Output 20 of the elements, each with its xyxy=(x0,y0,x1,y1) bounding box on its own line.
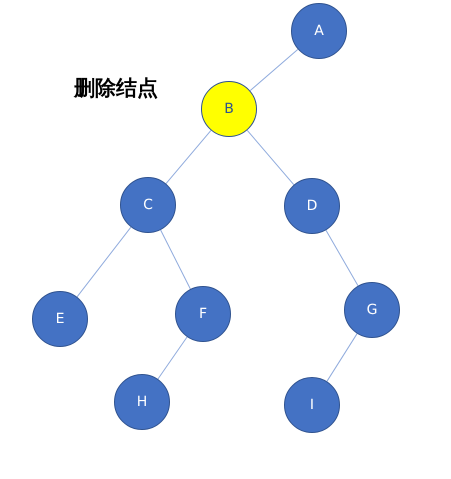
node-label: I xyxy=(310,397,314,413)
connector-line xyxy=(160,230,191,290)
annotation-text: 删除结点 xyxy=(74,75,158,102)
connector-line xyxy=(326,230,358,286)
connector-line xyxy=(246,130,294,186)
node-label: B xyxy=(224,101,234,117)
connector-line xyxy=(157,336,188,380)
connector-line xyxy=(166,130,212,184)
node-label: H xyxy=(136,394,148,410)
connector-line xyxy=(250,48,298,92)
node-label: A xyxy=(314,23,324,39)
connector-line xyxy=(326,333,358,382)
node-label: E xyxy=(56,311,64,327)
connector-line xyxy=(76,226,132,298)
node-label: G xyxy=(366,302,378,318)
node-label: D xyxy=(306,198,318,214)
highlighted-node-circle xyxy=(201,81,257,137)
tree-node-circle xyxy=(120,177,176,233)
node-label: C xyxy=(143,197,153,213)
node-label: F xyxy=(198,306,208,322)
